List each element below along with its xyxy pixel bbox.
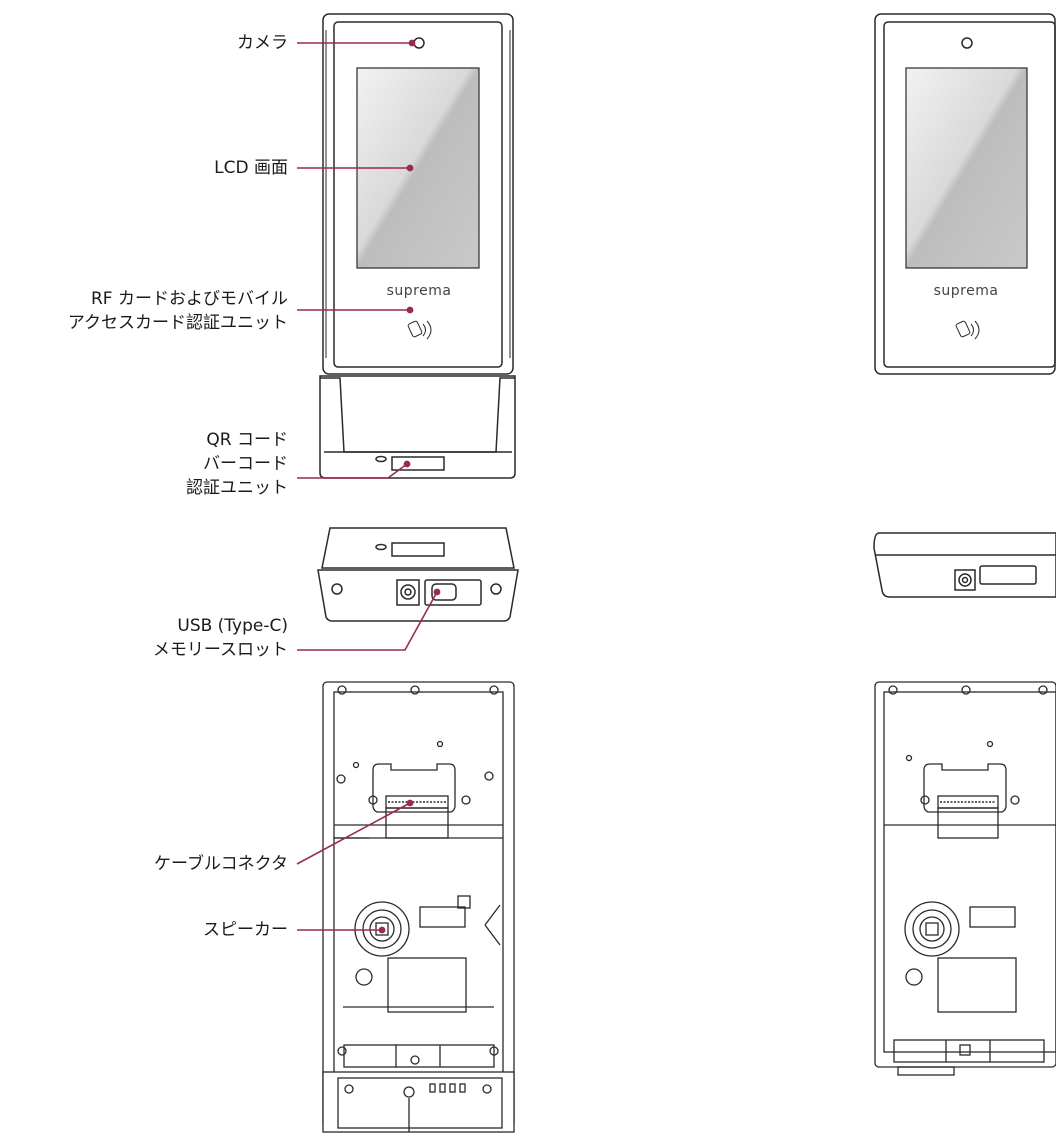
leader-rf — [297, 306, 414, 314]
usb-port — [396, 579, 420, 606]
label-camera: カメラ — [237, 33, 288, 53]
front-view-with-qr: suprema — [319, 13, 516, 479]
back-view-right — [874, 681, 1056, 1076]
qr-scanner-window — [391, 456, 445, 471]
memory-slot — [424, 579, 482, 606]
brand-logo-standard: suprema — [934, 283, 999, 299]
leader-camera — [297, 39, 416, 47]
back-view-left — [322, 681, 515, 1133]
label-cable-connector: ケーブルコネクタ — [154, 854, 288, 874]
qr-module — [319, 375, 516, 479]
bottom-view-left — [317, 527, 519, 622]
label-lcd-screen: LCD 画面 — [214, 158, 288, 178]
leader-cable — [296, 799, 414, 865]
bottom-view-right — [873, 532, 1056, 598]
label-rf-card-unit: RF カードおよびモバイル アクセスカード認証ユニット — [67, 289, 288, 333]
label-speaker: スピーカー — [203, 920, 288, 940]
leader-lcd — [297, 164, 414, 172]
leader-usb — [297, 588, 441, 651]
label-qr-barcode-unit: QR コード バーコード 認証ユニット — [186, 430, 288, 498]
nfc-icon — [407, 320, 432, 340]
leader-speaker — [297, 926, 386, 934]
label-usb-slot: USB (Type-C) メモリースロット — [152, 616, 288, 660]
brand-logo: suprema — [387, 283, 452, 299]
leader-lines — [296, 39, 441, 934]
speaker — [354, 901, 410, 957]
leader-qr — [297, 460, 411, 479]
front-view-standard: suprema — [874, 13, 1056, 375]
